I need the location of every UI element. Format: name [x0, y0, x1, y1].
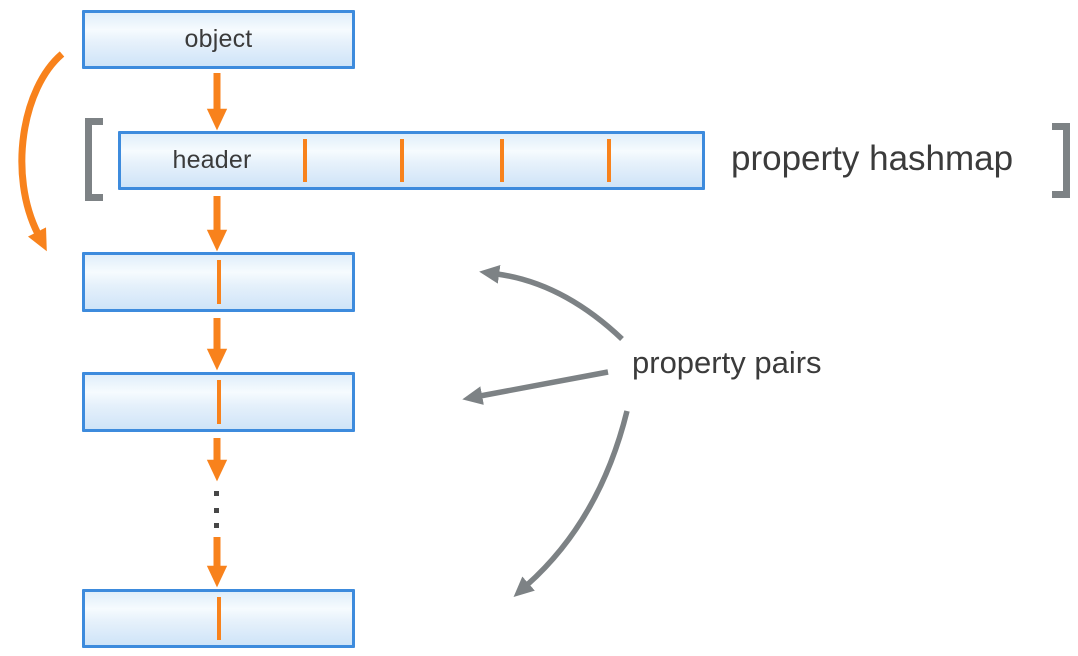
gray-arrow-to-pair3-icon	[513, 410, 630, 597]
object-box: object	[82, 10, 355, 69]
header-cell-divider	[303, 139, 307, 182]
property-hashmap-label: property hashmap	[731, 139, 1014, 178]
pair-cell-divider	[216, 260, 221, 304]
pair-cell-divider	[216, 597, 221, 640]
property-pair-box-2	[82, 372, 355, 432]
gray-arrow-to-pair1-icon	[479, 264, 624, 341]
property-pairs-label: property pairs	[632, 345, 822, 380]
header-cell-divider	[500, 139, 504, 182]
property-pair-box-3	[82, 589, 355, 648]
object-box-label: object	[184, 25, 253, 53]
property-pair-box-1	[82, 252, 355, 312]
gray-arrow-to-pair2-icon	[462, 369, 609, 405]
ellipsis-dots-icon	[214, 491, 219, 528]
right-bracket-icon	[1052, 123, 1070, 198]
left-bracket-icon	[85, 118, 103, 201]
header-box: header	[118, 131, 705, 190]
header-cell-divider	[607, 139, 611, 182]
header-box-label: header	[172, 146, 252, 174]
curved-arrow-object-to-pair-icon	[18, 51, 65, 252]
pair-cell-divider	[216, 380, 221, 424]
header-cell-divider	[400, 139, 404, 182]
